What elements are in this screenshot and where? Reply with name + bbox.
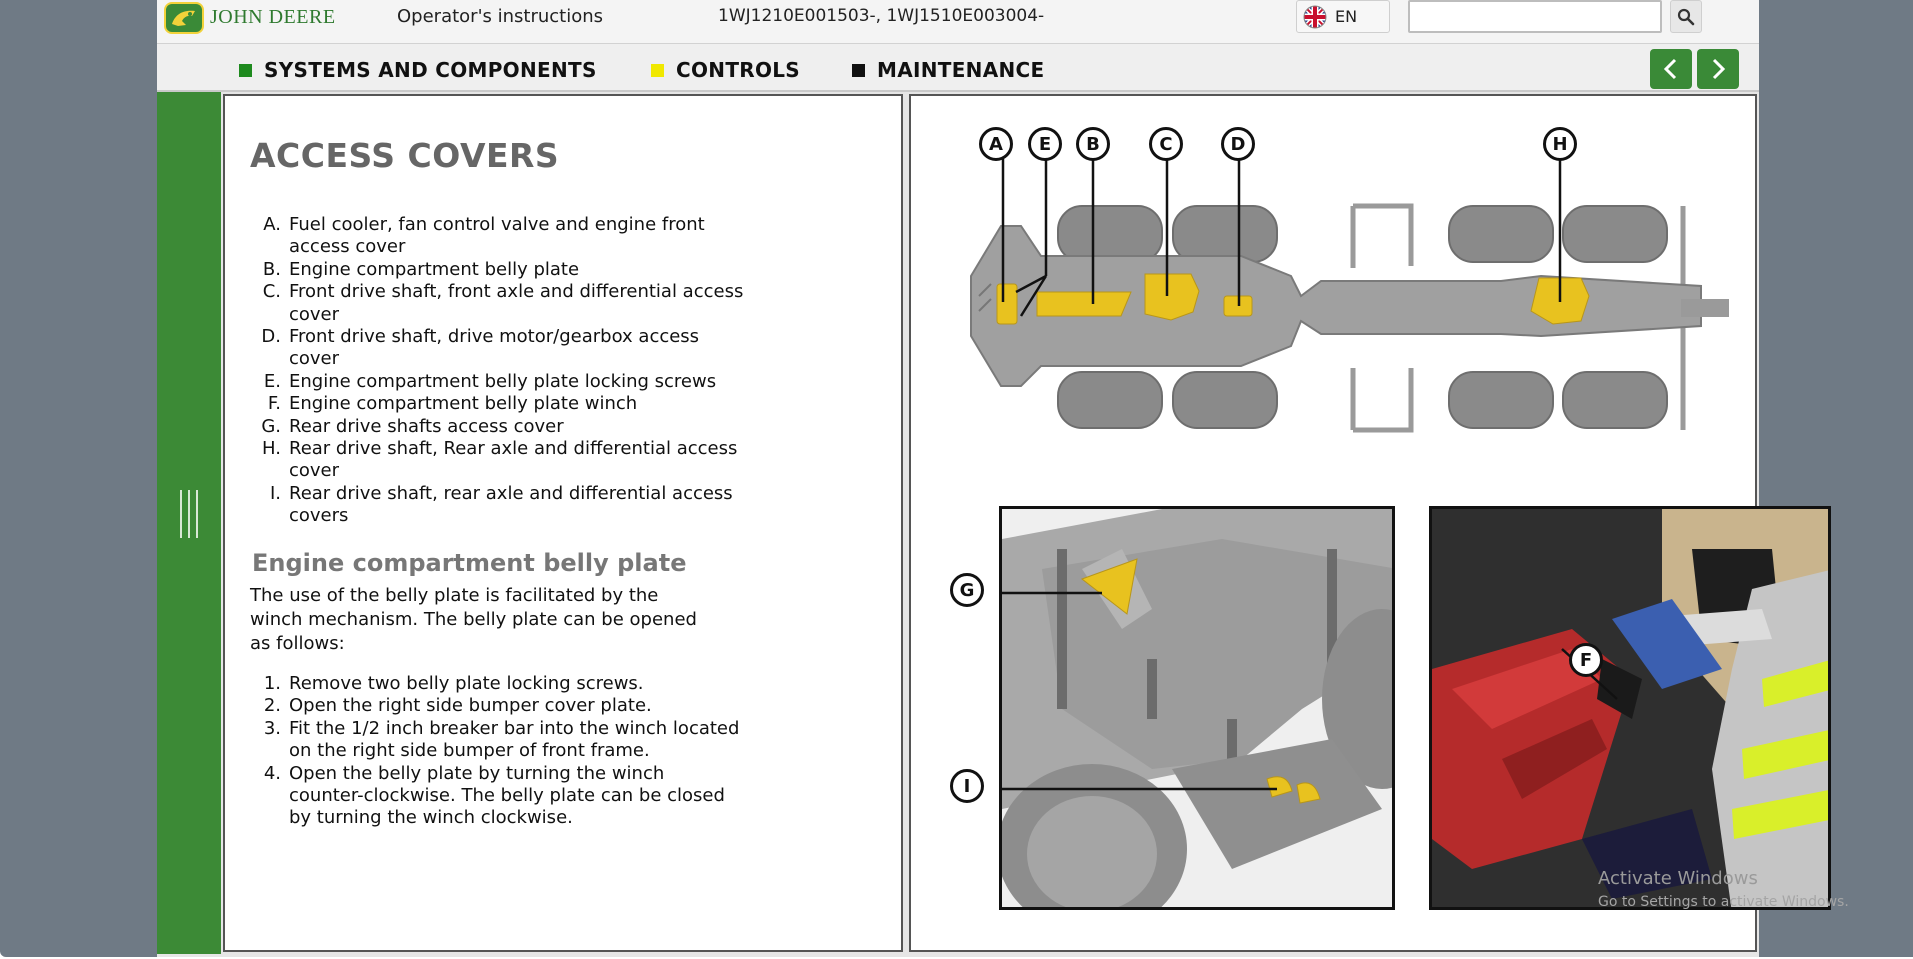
list-text: Fuel cooler, fan control valve and engin… <box>289 214 705 258</box>
list-letter: C. <box>262 281 281 303</box>
uk-flag-icon <box>1303 5 1327 28</box>
callout-e: E <box>1028 127 1062 161</box>
callout-g: G <box>950 573 984 607</box>
sidebar-toggle-handle-icon[interactable] <box>178 487 200 541</box>
list-item: 4. Open the belly plate by turning the wi… <box>251 763 741 830</box>
list-item: I. Rear drive shaft, rear axle and differ… <box>251 483 751 528</box>
chevron-left-icon <box>1663 58 1677 80</box>
list-text: Front drive shaft, drive motor/gearbox a… <box>289 326 700 370</box>
step-text: Open the belly plate by turning the winc… <box>289 762 725 829</box>
rear-frame-illustration <box>999 506 1395 910</box>
list-text: Rear drive shaft, rear axle and differen… <box>289 482 733 527</box>
nav-label: CONTROLS <box>676 58 801 82</box>
callout-c: C <box>1149 127 1183 161</box>
app-window: JOHN DEERE Operator's instructions 1WJ12… <box>157 0 1831 957</box>
page-title: ACCESS COVERS <box>250 136 560 175</box>
callout-d: D <box>1221 127 1255 161</box>
list-item: 1. Remove two belly plate locking screws. <box>251 673 741 695</box>
document-title: Operator's instructions <box>397 6 604 27</box>
language-label: EN <box>1335 7 1358 26</box>
previous-page-button[interactable] <box>1650 49 1692 89</box>
top-navigation: SYSTEMS AND COMPONENTS CONTROLS MAINTENA… <box>157 44 1759 92</box>
activation-watermark-subtitle: Go to Settings to activate Windows. <box>1598 894 1849 910</box>
brand-name[interactable]: JOHN DEERE <box>210 6 336 28</box>
section-paragraph: The use of the belly plate is facilitate… <box>250 585 697 654</box>
callout-a: A <box>979 127 1013 161</box>
step-number: 3. <box>263 717 281 739</box>
list-letter: F. <box>267 393 281 415</box>
list-text: Engine compartment belly plate <box>289 258 580 280</box>
yellow-square-icon <box>651 63 664 77</box>
list-letter: E. <box>263 370 281 392</box>
list-item: 3. Fit the 1/2 inch breaker bar into the … <box>251 718 741 763</box>
step-number: 1. <box>263 673 281 694</box>
list-item: D. Front drive shaft, drive motor/gearbox… <box>251 326 751 371</box>
language-button[interactable]: EN <box>1296 0 1390 33</box>
list-item: 2. Open the right side bumper cover plate… <box>251 695 741 717</box>
list-letter: I. <box>269 482 281 504</box>
text-pane: ACCESS COVERS A. Fuel cooler, fan control… <box>223 94 903 952</box>
list-text: Engine compartment belly plate locking s… <box>289 370 717 392</box>
step-text: Open the right side bumper cover plate. <box>289 695 652 717</box>
nav-label: SYSTEMS AND COMPONENTS <box>264 58 597 82</box>
winch-photo-drawing <box>1432 509 1828 907</box>
nav-maintenance[interactable]: MAINTENANCE <box>852 58 1044 82</box>
callout-f: F <box>1569 643 1603 677</box>
nav-label: MAINTENANCE <box>877 58 1045 82</box>
black-square-icon <box>852 63 865 77</box>
rear-frame-drawing <box>1002 509 1392 907</box>
list-text: Engine compartment belly plate winch <box>289 393 638 415</box>
serial-numbers: 1WJ1210E001503-, 1WJ1510E003004- <box>718 6 1045 26</box>
list-item: F. Engine compartment belly plate winch <box>251 393 751 415</box>
section-heading: Engine compartment belly plate <box>252 549 687 577</box>
access-covers-list: A. Fuel cooler, fan control valve and eng… <box>251 214 751 528</box>
list-letter: A. <box>263 214 281 235</box>
search-button[interactable] <box>1670 0 1702 33</box>
callout-h: H <box>1543 127 1577 161</box>
list-text: Rear drive shafts access cover <box>289 415 564 437</box>
illustration-pane: A E B C D H <box>909 94 1831 952</box>
activation-watermark-title: Activate Windows <box>1598 868 1758 889</box>
nav-systems-and-components[interactable]: SYSTEMS AND COMPONENTS <box>239 58 597 82</box>
left-gutter <box>0 0 157 957</box>
list-letter: H. <box>262 438 281 460</box>
callout-i: I <box>950 769 984 803</box>
green-square-icon <box>239 63 252 77</box>
step-number: 4. <box>263 762 281 784</box>
step-text: Remove two belly plate locking screws. <box>289 673 644 694</box>
john-deere-logo-icon[interactable] <box>164 2 204 34</box>
list-item: E. Engine compartment belly plate locking… <box>251 371 751 393</box>
step-text: Fit the 1/2 inch breaker bar into the wi… <box>289 717 740 762</box>
list-letter: D. <box>261 326 281 348</box>
winch-photo <box>1429 506 1831 910</box>
nav-controls[interactable]: CONTROLS <box>651 58 800 82</box>
search-icon <box>1677 8 1695 25</box>
list-letter: B. <box>262 258 281 280</box>
list-item: A. Fuel cooler, fan control valve and eng… <box>251 214 751 259</box>
callout-b: B <box>1076 127 1110 161</box>
list-item: H. Rear drive shaft, Rear axle and differ… <box>251 438 751 483</box>
search-input[interactable] <box>1408 0 1662 33</box>
procedure-steps-list: 1. Remove two belly plate locking screws.… <box>251 673 741 830</box>
machine-top-view-illustration <box>970 144 1729 433</box>
list-text: Front drive shaft, front axle and differ… <box>289 281 744 325</box>
sidebar-strip <box>157 92 221 954</box>
list-letter: G. <box>261 415 281 437</box>
list-item: B. Engine compartment belly plate <box>251 259 751 281</box>
step-number: 2. <box>263 695 281 717</box>
list-text: Rear drive shaft, Rear axle and differen… <box>289 438 738 482</box>
chevron-right-icon <box>1712 58 1726 80</box>
next-page-button[interactable] <box>1697 49 1739 89</box>
list-item: G. Rear drive shafts access cover <box>251 416 751 438</box>
list-item: C. Front drive shaft, front axle and diff… <box>251 281 751 326</box>
header-bar: JOHN DEERE Operator's instructions 1WJ12… <box>157 0 1759 44</box>
